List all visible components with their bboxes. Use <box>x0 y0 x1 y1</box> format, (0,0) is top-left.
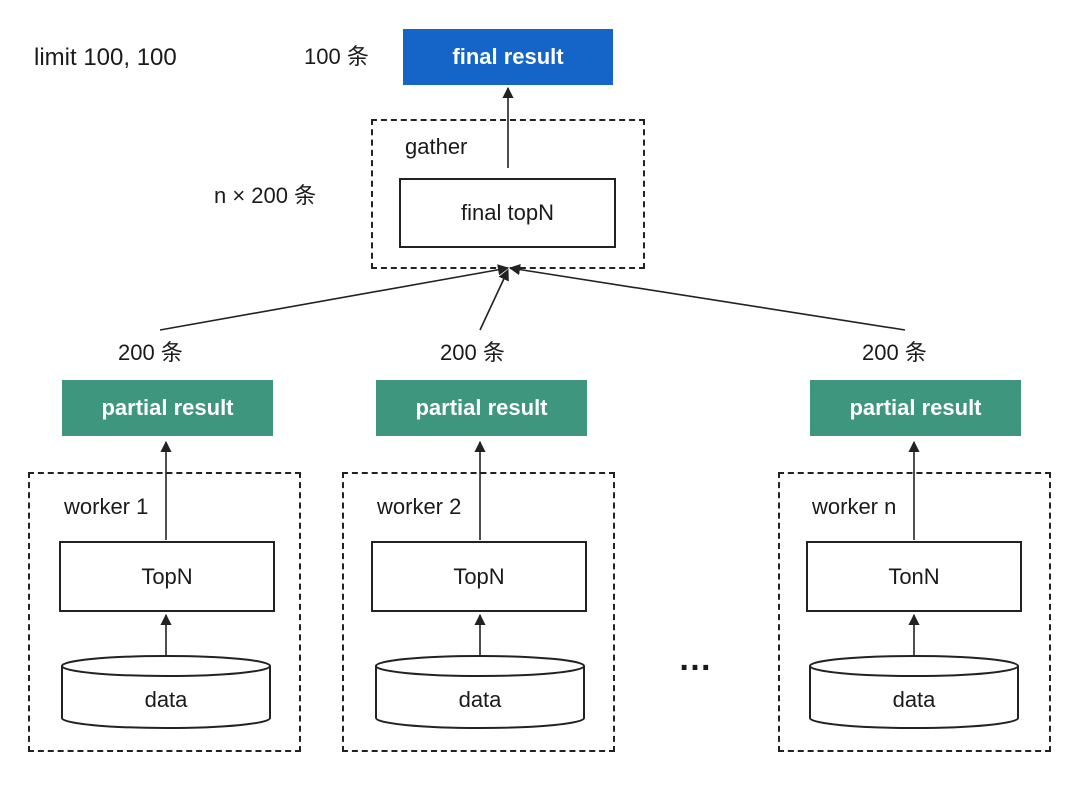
database-icon <box>809 655 1019 729</box>
query-label: limit 100, 100 <box>34 44 177 71</box>
worker-2-data-cylinder: data <box>374 654 586 730</box>
worker-1-data-cylinder: data <box>60 654 272 730</box>
database-icon <box>61 655 271 729</box>
final-count-label: 100 条 <box>304 44 369 69</box>
arrow-partial1-to-gather <box>159 264 510 331</box>
worker-1-topn-box: TopN <box>59 541 275 612</box>
final-result-box: final result <box>403 29 613 85</box>
worker-2-label: worker 2 <box>377 494 462 519</box>
worker-2-topn-box: TopN <box>371 541 587 612</box>
worker-n-container <box>778 472 1051 752</box>
worker1-count-label: 200 条 <box>118 340 183 365</box>
worker-1-container <box>28 472 301 752</box>
arrow-partialn-to-gather <box>508 264 906 331</box>
workern-count-label: 200 条 <box>862 340 927 365</box>
partial-result-1: partial result <box>62 380 273 436</box>
worker-n-label: worker n <box>812 494 897 519</box>
worker-2-container <box>342 472 615 752</box>
data-label: data <box>458 687 502 712</box>
final-topn-box: final topN <box>399 178 616 248</box>
arrow-partial2-to-gather <box>479 268 509 331</box>
worker-n-topn-box: TonN <box>806 541 1022 612</box>
ellipsis-marker: … <box>678 640 714 678</box>
gather-count-label: n × 200 条 <box>214 183 317 208</box>
data-label: data <box>892 687 936 712</box>
database-icon <box>375 655 585 729</box>
gather-label: gather <box>405 134 468 159</box>
worker2-count-label: 200 条 <box>440 340 505 365</box>
data-label: data <box>144 687 188 712</box>
worker-n-data-cylinder: data <box>808 654 1020 730</box>
gather-container <box>371 119 645 269</box>
partial-result-2: partial result <box>376 380 587 436</box>
worker-1-label: worker 1 <box>64 494 149 519</box>
partial-result-n: partial result <box>810 380 1021 436</box>
